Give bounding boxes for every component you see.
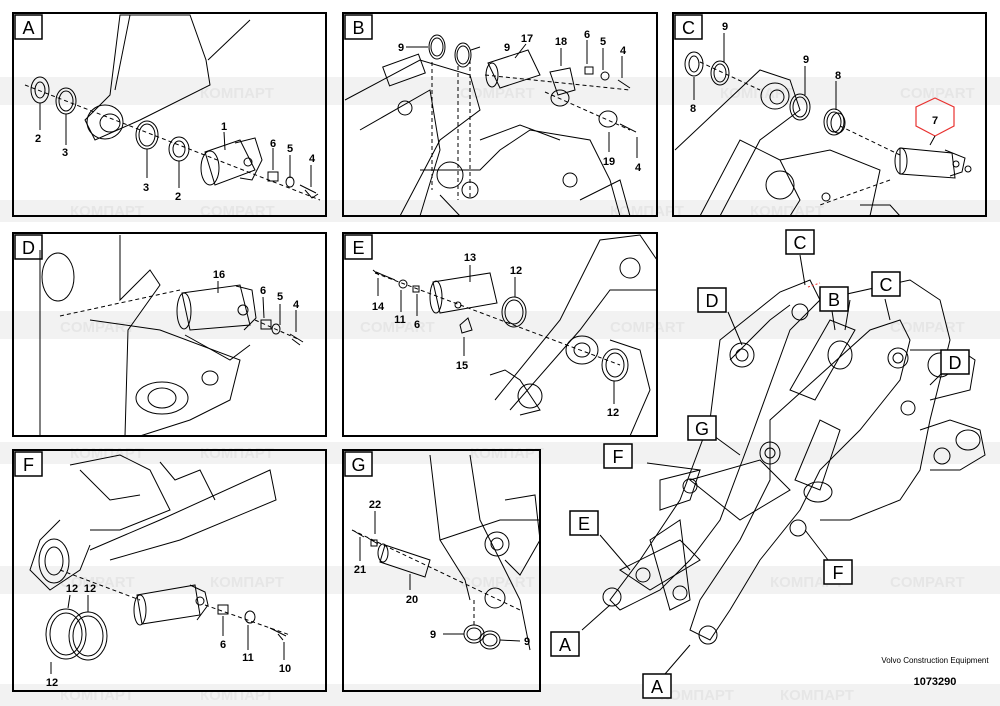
watermark-text: КОМПАРТ <box>200 85 274 102</box>
panel-e: E <box>342 232 658 437</box>
panel-b: B <box>342 12 658 217</box>
part-label: 17 <box>521 33 533 45</box>
part-label: 6 <box>414 319 420 331</box>
part-label: 12 <box>510 265 522 277</box>
part-label: 11 <box>242 652 254 664</box>
callout-f-left: F <box>613 447 624 467</box>
watermark-text: COMPART <box>460 85 535 102</box>
watermark-text: КОМПАРТ <box>70 445 144 462</box>
panel-g: G 22 21 20 9 <box>342 449 541 692</box>
part-label: 6 <box>270 138 276 150</box>
part-label: 10 <box>279 663 291 675</box>
part-label: 6 <box>260 285 266 297</box>
watermark-text: КОМПАРТ <box>210 574 284 591</box>
watermark-text: КОМПАРТ <box>750 203 824 220</box>
part-label: 9 <box>722 21 728 33</box>
part-label: 4 <box>620 45 627 57</box>
callout-b: B <box>828 290 840 310</box>
overview-drawing: C D B C D G F E F A A <box>550 229 986 699</box>
watermark-text: COMPART <box>900 85 975 102</box>
part-label: 13 <box>464 252 476 264</box>
part-label: 7 <box>932 115 938 127</box>
part-label: 8 <box>690 103 696 115</box>
part-label: 21 <box>354 564 366 576</box>
panel-e-letter: E <box>352 238 364 258</box>
watermark-text: КОМПАРТ <box>470 445 544 462</box>
part-label: 3 <box>62 147 68 159</box>
part-label: 19 <box>603 156 615 168</box>
watermark-text: КОМПАРТ <box>200 687 274 704</box>
watermark-text: COMPART <box>60 574 135 591</box>
watermark-text: КОМПАРТ <box>60 687 134 704</box>
watermark-text: КОМПАРТ <box>200 445 274 462</box>
panel-c-letter: C <box>682 18 695 38</box>
callout-c-right: C <box>880 275 893 295</box>
callout-d-right: D <box>949 353 962 373</box>
part-label: 2 <box>35 133 41 145</box>
part-label: 14 <box>372 301 385 313</box>
panel-a-letter: A <box>22 18 34 38</box>
callout-g: G <box>695 419 709 439</box>
callout-f-right: F <box>833 563 844 583</box>
part-label: 4 <box>293 299 300 311</box>
watermark-layer: КОМПАРТ COMPART КОМПАРТ COMPART КОМПАРТ … <box>0 77 1000 706</box>
brand-caption: Volvo Construction Equipment <box>881 656 989 665</box>
part-label: 6 <box>220 639 226 651</box>
part-label: 8 <box>835 70 841 82</box>
callout-a-left: A <box>559 635 571 655</box>
watermark-text: COMPART <box>200 203 275 220</box>
watermark-text: COMPART <box>360 319 435 336</box>
part-label: 12 <box>607 407 619 419</box>
part-label: 1 <box>221 121 227 133</box>
panel-a: A <box>12 12 327 217</box>
part-label: 5 <box>277 291 283 303</box>
part-label: 22 <box>369 499 381 511</box>
watermark-text: COMPART <box>460 574 535 591</box>
part-label: 15 <box>456 360 468 372</box>
part-label: 2 <box>175 191 181 203</box>
callout-a-bottom: A <box>651 677 663 697</box>
part-label: 6 <box>584 29 590 41</box>
drawing-number: 1073290 <box>913 676 957 688</box>
watermark-text: COMPART <box>890 574 965 591</box>
part-label: 4 <box>309 153 316 165</box>
part-label: 20 <box>406 594 418 606</box>
callout-d-left: D <box>706 291 719 311</box>
watermark-text: КОМПАРТ <box>780 687 854 704</box>
watermark-text: КОМПАРТ <box>660 687 734 704</box>
panel-f-letter: F <box>23 455 34 475</box>
watermark-text: КОМПАРТ <box>70 203 144 220</box>
part-label: 9 <box>524 636 530 648</box>
callout-c-top: C <box>794 233 807 253</box>
panel-f: F 12 <box>12 449 327 692</box>
part-label: 18 <box>555 36 567 48</box>
part-label: 12 <box>84 583 96 595</box>
panel-d: D 16 6 5 4 <box>12 232 327 437</box>
part-label: 12 <box>46 677 58 689</box>
part-label: 9 <box>504 42 510 54</box>
part-label: 11 <box>394 314 406 326</box>
panel-g-letter: G <box>351 455 365 475</box>
watermark-text: КОМПАРТ <box>720 85 794 102</box>
part-label: 9 <box>430 629 436 641</box>
part-label: 5 <box>287 143 293 155</box>
panel-b-letter: B <box>352 18 364 38</box>
part-label: 3 <box>143 182 149 194</box>
part-label: 4 <box>635 162 642 174</box>
panel-c: C <box>672 12 987 217</box>
part-label: 9 <box>398 42 404 54</box>
panel-d-letter: D <box>22 238 35 258</box>
watermark-text: COMPART <box>610 319 685 336</box>
part-label: 9 <box>803 54 809 66</box>
part-label: 16 <box>213 269 225 281</box>
part-label: 5 <box>600 36 606 48</box>
callout-e: E <box>578 514 590 534</box>
part-label: 12 <box>66 583 78 595</box>
